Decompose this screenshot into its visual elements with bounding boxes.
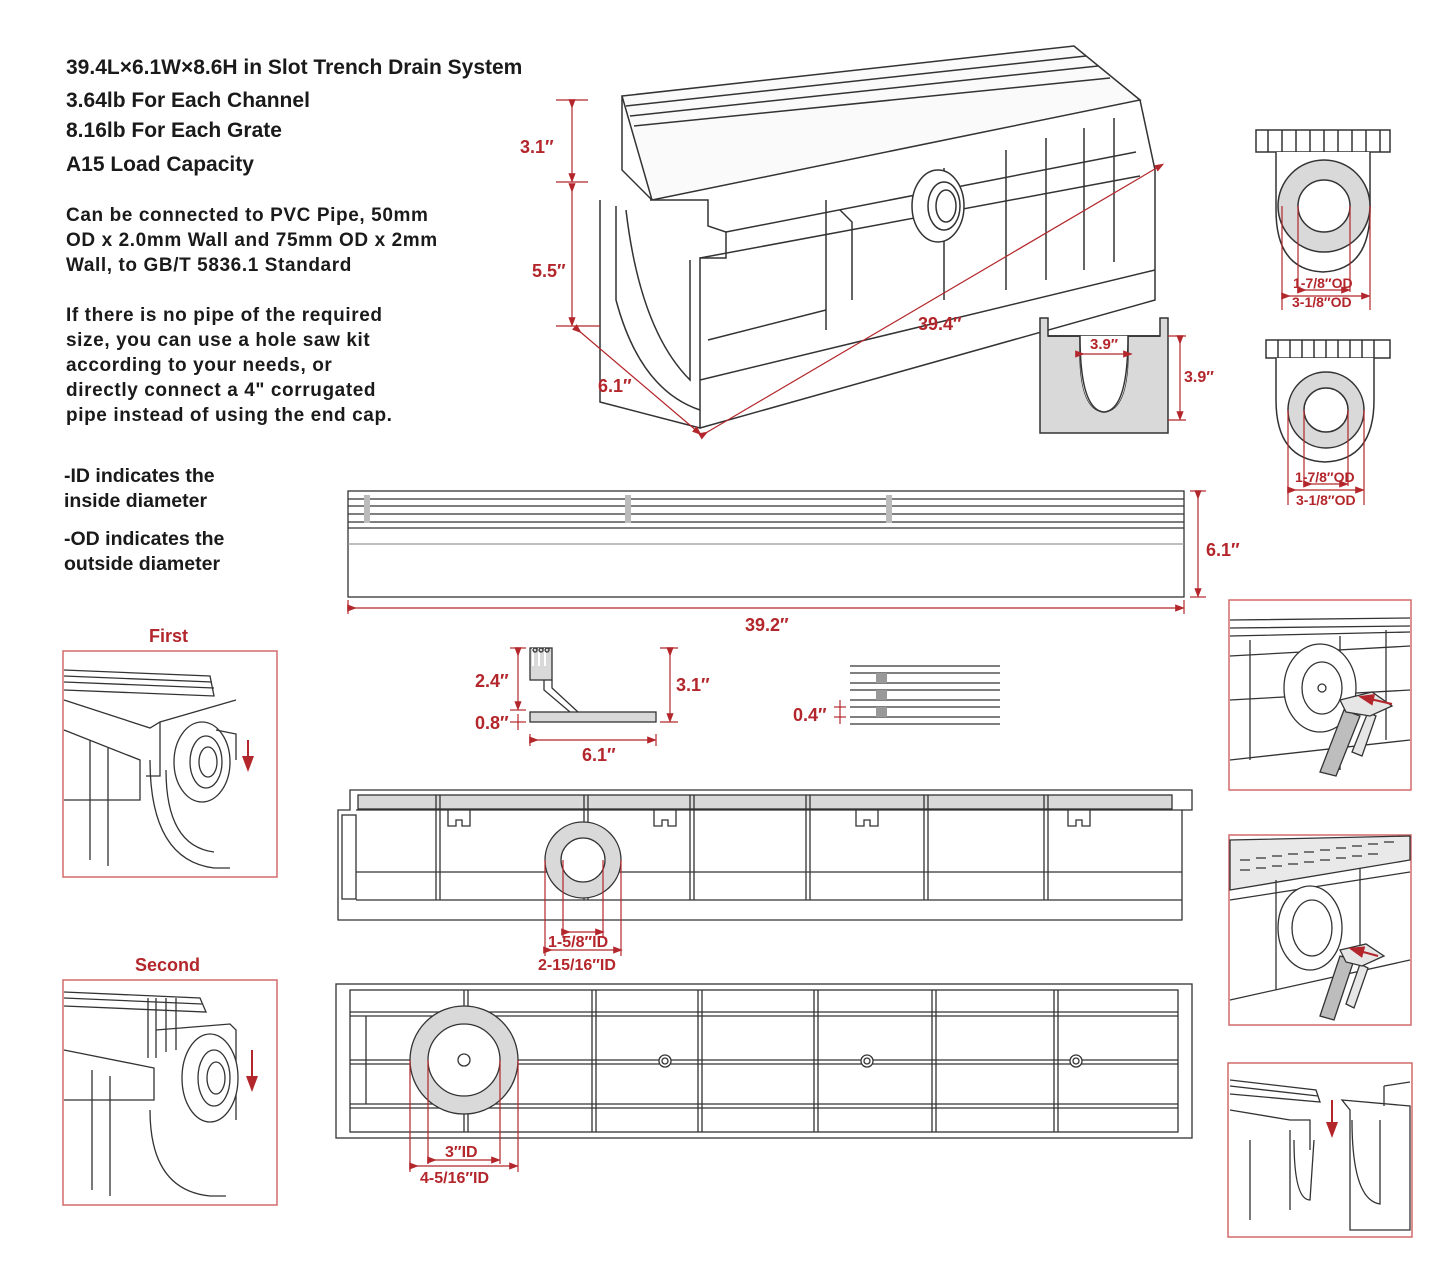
bottom-hole-outer-label: 4-5/16″ID [420,1170,489,1187]
connection-line: OD x 2.0mm Wall and 75mm OD x 2mm [66,230,438,251]
grate-top-width-label: 6.1″ [1206,540,1240,560]
channel-side-view [337,789,1193,921]
connection-line: Wall, to GB/T 5836.1 Standard [66,255,352,276]
connection-paragraph: Can be connected to PVC Pipe, 50mm OD x … [66,203,438,278]
grate-side-lower-label: 0.8″ [475,713,509,733]
connection-line: Can be connected to PVC Pipe, 50mm [66,205,429,226]
hole-saw-line: pipe instead of using the end cap. [66,405,393,426]
bottom-hole-dimension-lines [409,1060,519,1172]
grate-top-length-label: 39.2″ [745,615,789,635]
channel-width-label: 6.1″ [598,376,632,396]
slot-detail [850,665,1000,725]
end-cap-small [1265,339,1391,463]
section-height-label: 3.9″ [1184,369,1214,386]
side-hole-dimension-lines [543,860,623,956]
spec-load-capacity: A15 Load Capacity [66,153,254,176]
id-note: -ID indicates the inside diameter [64,464,215,514]
id-note-line: -ID indicates the [64,465,215,487]
cap-small-inner-label: 1-7/8″OD [1295,469,1355,485]
side-hole-outer-label: 2-15/16″ID [538,957,616,974]
step-first-illustration [62,650,278,878]
hole-saw-line: directly connect a 4" corrugated [66,380,377,401]
channel-height-label: 5.5″ [532,261,566,281]
id-note-line: inside diameter [64,490,208,512]
grate-side-profile [529,647,657,723]
channel-bottom-view [335,983,1193,1139]
end-cap-large [1255,129,1391,273]
spec-grate-weight: 8.16lb For Each Grate [66,119,282,142]
cap-large-inner-label: 1-7/8″OD [1293,275,1353,291]
grate-height-label: 3.1″ [520,137,554,157]
grate-top-view [347,490,1185,598]
cap-small-outer-label: 3-1/8″OD [1296,492,1356,508]
slot-dimension-lines [834,700,846,724]
cross-section-dimension-lines [1075,335,1186,421]
step-first-title: First [149,626,189,646]
cap-large-outer-label: 3-1/8″OD [1292,294,1352,310]
grate-side-upper-label: 2.4″ [475,671,509,691]
side-hole-inner-label: 1-5/8″ID [548,934,608,951]
end-cap-large-dimension-lines [1281,206,1371,310]
end-cap-small-dimension-lines [1287,410,1365,505]
spec-dimensions: 39.4L×6.1W×8.6H in Slot Trench Drain Sys… [66,56,523,79]
bottom-hole-inner-label: 3″ID [445,1144,478,1161]
hole-saw-line: If there is no pipe of the required [66,305,383,326]
grate-side-total-label: 3.1″ [676,675,710,695]
spec-channel-weight: 3.64lb For Each Channel [66,89,310,112]
step-second-illustration [62,979,278,1206]
isometric-dimension-lines [556,99,1165,440]
channel-length-label: 39.4″ [918,314,962,334]
od-note-line: -OD indicates the [64,528,225,550]
grate-side-width-label: 6.1″ [582,745,616,765]
end-cap-assembly-illustration [1227,1062,1413,1238]
slot-gap-label: 0.4″ [793,705,827,725]
od-note: -OD indicates the outside diameter [64,527,224,577]
step-second-title: Second [135,955,201,975]
hole-saw-paragraph: If there is no pipe of the required size… [66,303,393,428]
grate-side-dimension-lines [510,647,678,746]
grate-top-dimension-lines [347,490,1206,614]
section-inner-width-label: 3.9″ [1090,336,1118,353]
hole-saw-line: according to your needs, or [66,355,333,376]
hole-saw-illustration-1 [1228,599,1412,791]
hole-saw-line: size, you can use a hole saw kit [66,330,371,351]
hole-saw-illustration-2 [1228,834,1412,1026]
od-note-line: outside diameter [64,553,221,575]
